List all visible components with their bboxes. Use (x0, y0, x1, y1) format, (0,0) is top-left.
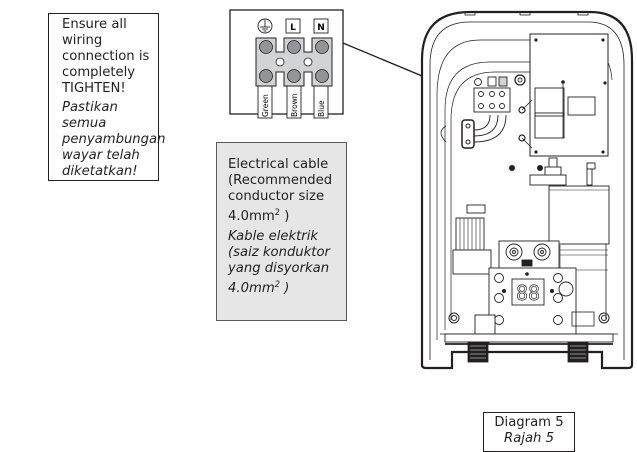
terminal-label-l: L (285, 18, 301, 34)
wire-blue: Blue (313, 84, 329, 119)
unit-terminal-block (473, 74, 526, 113)
water-outlet (567, 341, 589, 363)
svg-text:Brown: Brown (290, 93, 299, 117)
diagram-caption: Diagram 5 Rajah 5 (483, 412, 575, 452)
svg-text:L: L (290, 23, 296, 33)
warning-english: Ensure all wiring connection is complete… (62, 17, 150, 96)
terminal-block-inset: Green Brown Blue L (229, 9, 344, 119)
warning-malay: Pastikan semua penyambungan wayar telah … (62, 100, 166, 179)
cable-size-malay: 4.0mm2 ) (228, 280, 290, 296)
wire-green: Green (257, 84, 273, 119)
terminal-screws (259, 40, 329, 83)
cable-size-english: 4.0mm2 ) (228, 208, 290, 224)
svg-text:N: N (317, 23, 325, 33)
wiring-warning-note: Ensure all wiring connection is complete… (48, 13, 166, 181)
electrical-cable-note: Electrical cable (Recommended conductor … (216, 142, 347, 321)
terminal-label-n: N (313, 18, 329, 34)
control-board (488, 240, 577, 345)
svg-text:Green: Green (261, 94, 270, 117)
digital-display: 88 (516, 281, 540, 305)
wire-brown: Brown (286, 84, 302, 119)
water-heater-unit: 88 (420, 10, 634, 370)
heating-tank (529, 157, 610, 245)
cable-malay: Kable elektrik (saiz konduktor yang disy… (228, 229, 346, 297)
water-inlet (467, 341, 489, 363)
cable-english: Electrical cable (Recommended conductor … (228, 157, 346, 225)
earth-icon (257, 18, 273, 34)
svg-text:Blue: Blue (317, 100, 326, 117)
